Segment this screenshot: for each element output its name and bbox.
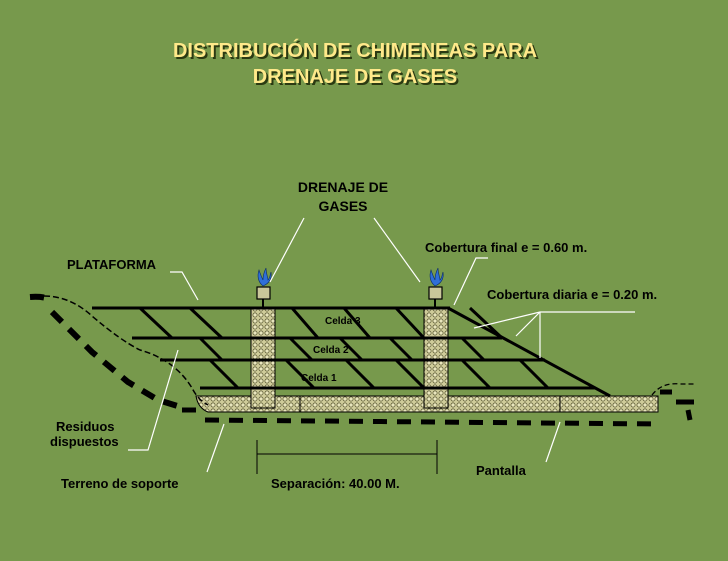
chimney-left [250,307,276,409]
right-terrain [660,389,694,421]
separation-label: Separación: 40.00 M. [271,476,400,491]
support-ground-label: Terreno de soporte [61,476,179,491]
separation-dimension [256,440,438,474]
title-line-1: DISTRIBUCIÓN DE CHIMENEAS PARA [172,40,538,62]
bottom-liner [182,407,661,427]
cell-2-label: Celda 2 [313,345,349,356]
waste-line-1: Residuos [56,419,115,434]
cell-1-label: Celda 1 [301,373,337,384]
waste-label: Residuos dispuestos [50,419,119,449]
diagram-title: DISTRIBUCIÓN DE CHIMENEAS PARA DRENAJE D… [0,38,710,90]
gas-drainage-line-2: GASES [318,198,368,214]
waste-line-2: dispuestos [50,434,119,449]
terrain-slope-inner [43,295,209,406]
cell-layers [92,306,611,398]
chimney-cap-left [256,286,271,300]
gas-drainage-line-1: DRENAJE DE [297,179,389,195]
base-lines [299,396,561,412]
platform-label: PLATAFORMA [67,257,157,272]
chimney-right [423,307,449,409]
liner-label: Pantalla [476,463,526,478]
title-line-2: DRENAJE DE GASES [252,66,458,88]
gas-drainage-label: DRENAJE DE GASES [280,178,406,216]
terrain-slope-outer [29,293,185,411]
right-terrain-thin [651,383,695,396]
gas-flame-icon [257,267,444,287]
cell-3-label: Celda 3 [325,316,361,327]
final-cover-label: Cobertura final e = 0.60 m. [425,240,588,255]
leader-lines [128,217,635,473]
daily-cover-label: Cobertura diaria e = 0.20 m. [487,287,658,302]
chimney-cap-right [428,286,443,300]
